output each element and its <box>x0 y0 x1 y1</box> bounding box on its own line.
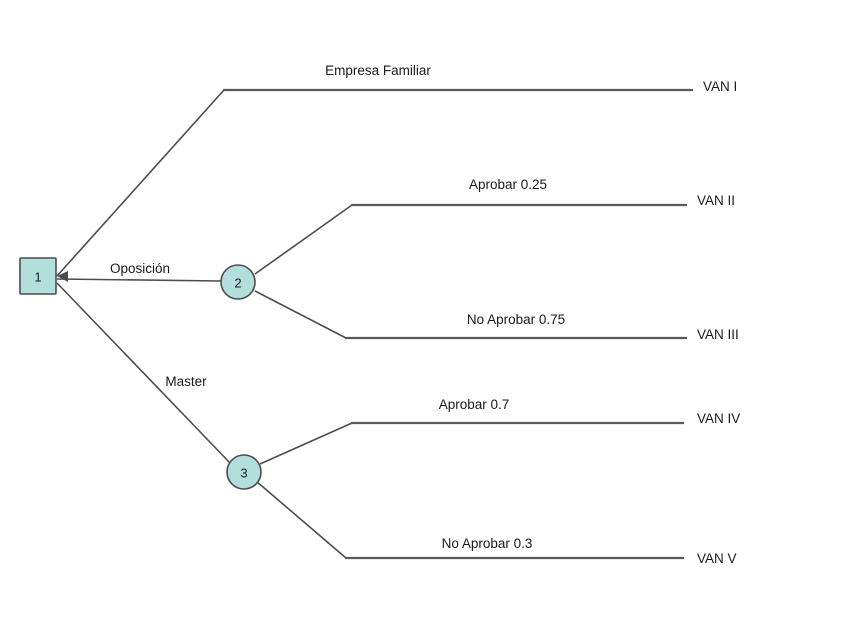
node-2-label: 2 <box>234 276 241 291</box>
branch-label-aprobar-07: Aprobar 0.7 <box>439 397 510 412</box>
node-2-circle[interactable] <box>220 264 256 300</box>
edge-empresa-familiar-diagonal <box>56 89 225 277</box>
edge-aprobar-07-diagonal <box>259 422 353 465</box>
branch-label-no-aprobar-03: No Aprobar 0.3 <box>442 536 533 551</box>
edge-oposicion <box>56 278 222 282</box>
edge-no-aprobar-075-diagonal <box>254 290 347 339</box>
edge-master-diagonal <box>56 282 232 465</box>
node-3-circle[interactable] <box>226 454 262 490</box>
branch-label-no-aprobar-075: No Aprobar 0.75 <box>467 312 565 327</box>
branch-label-empresa-familiar: Empresa Familiar <box>325 63 431 78</box>
outcome-label-van-5: VAN V <box>697 551 737 566</box>
node-1-label: 1 <box>34 270 41 285</box>
outcome-label-van-1: VAN I <box>703 79 737 94</box>
edge-aprobar-025-diagonal <box>254 204 353 275</box>
outcome-label-van-3: VAN III <box>697 327 739 342</box>
branch-label-oposicion: Oposición <box>110 261 170 276</box>
node-1-square[interactable] <box>19 257 57 295</box>
node-3-label: 3 <box>240 466 247 481</box>
branch-label-aprobar-025: Aprobar 0.25 <box>469 177 547 192</box>
edge-no-aprobar-03-diagonal <box>255 480 347 559</box>
branch-label-master: Master <box>165 374 207 389</box>
arrowhead-into-node-1-upper <box>57 271 68 282</box>
outcome-label-van-4: VAN IV <box>697 411 740 426</box>
outcome-label-van-2: VAN II <box>697 193 735 208</box>
